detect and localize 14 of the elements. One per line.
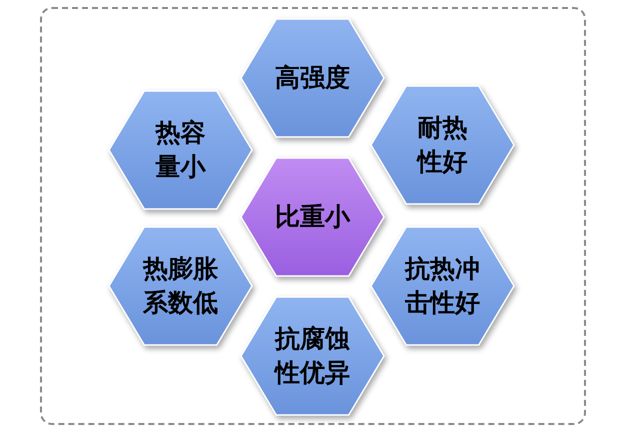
hexagon-label: 高强度	[274, 62, 351, 94]
hexagon-label: 耐热性好	[416, 112, 468, 178]
hexagon	[108, 90, 253, 210]
hexagon	[370, 226, 515, 346]
hexagon	[240, 296, 385, 416]
hexagon-label: 抗热冲击性好	[404, 253, 481, 319]
hexagon	[108, 226, 253, 346]
hexagon-label: 热容量小	[154, 117, 207, 183]
hexagon	[240, 157, 385, 277]
hexagon-label: 比重小	[274, 201, 352, 233]
hexagon	[240, 18, 385, 138]
hexagon-label: 热膨胀系数低	[142, 253, 219, 319]
hexagon-label: 抗腐蚀性优异	[272, 323, 351, 389]
hexagon	[370, 85, 515, 205]
